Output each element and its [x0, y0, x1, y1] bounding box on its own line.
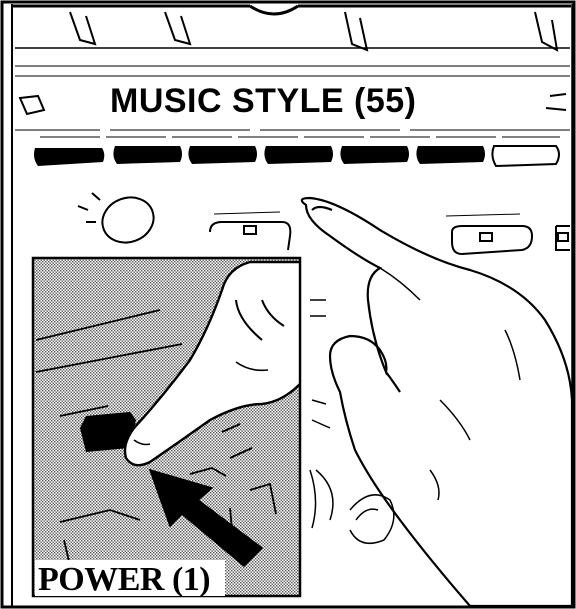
style-button-5[interactable] [340, 146, 409, 164]
power-label: POWER (1) [38, 561, 210, 598]
style-button-6[interactable] [416, 146, 485, 164]
style-button-3[interactable] [188, 146, 257, 164]
power-inset: POWER (1) [33, 258, 300, 598]
style-button-4[interactable] [264, 146, 333, 164]
music-style-label: MUSIC STYLE (55) [110, 82, 416, 120]
style-button-7[interactable] [492, 146, 559, 166]
style-button-2[interactable] [113, 146, 182, 164]
